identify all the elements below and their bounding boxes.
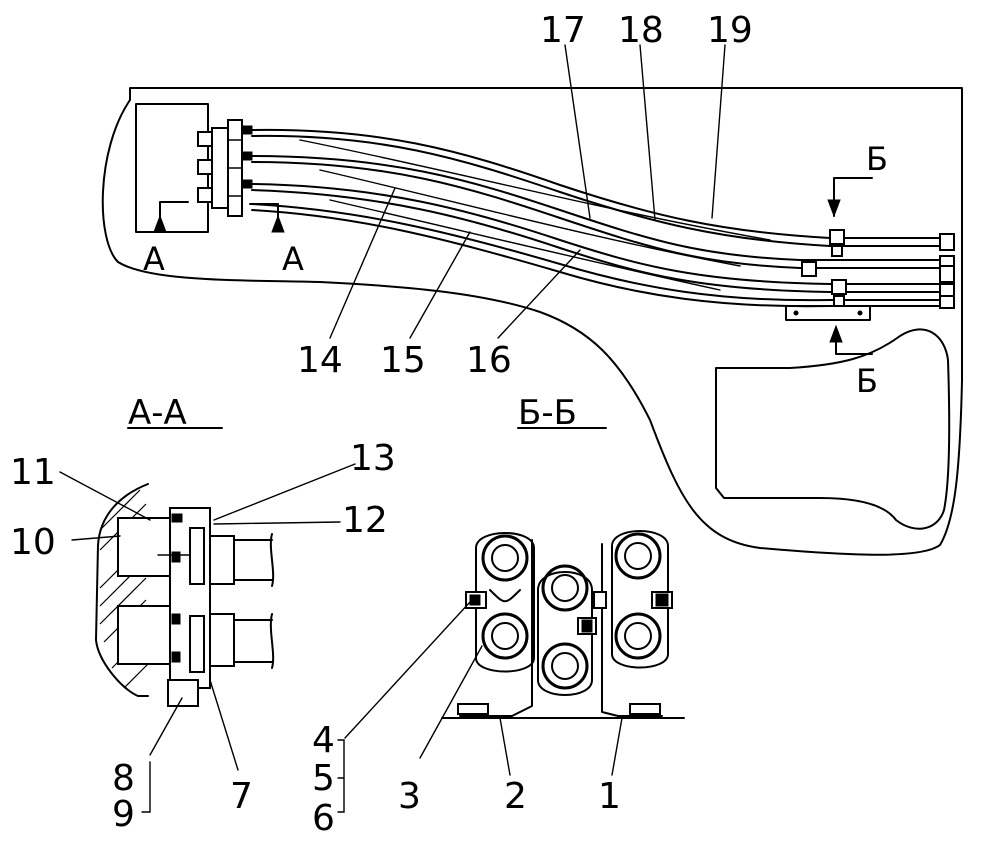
callout-4: 4	[312, 720, 335, 761]
callout-11: 11	[10, 452, 56, 493]
callout-numbers: 17 18 19 14 15 16 11 10 13 12 8 9 7 4 5 …	[10, 10, 753, 839]
callout-12: 12	[342, 500, 388, 541]
section-aa-view	[95, 483, 275, 707]
callout-13: 13	[350, 438, 396, 479]
right-fittings	[785, 229, 955, 321]
callout-6: 6	[312, 798, 335, 839]
section-a-label-right: А	[282, 240, 304, 278]
callout-1: 1	[598, 776, 621, 817]
callout-14: 14	[297, 340, 343, 381]
section-b-label-bottom: Б	[856, 362, 878, 400]
callout-19: 19	[707, 10, 753, 51]
callout-5: 5	[312, 758, 335, 799]
top-leaders	[329, 44, 726, 339]
callout-3: 3	[398, 776, 421, 817]
section-bb-title: Б-Б	[518, 393, 577, 433]
left-fittings	[197, 119, 253, 217]
section-a-marks: А А	[143, 201, 304, 278]
callout-8: 8	[112, 758, 135, 799]
section-b-marks: Б Б	[827, 140, 888, 400]
frame-outline	[101, 87, 963, 556]
section-b-label-top: Б	[866, 140, 888, 178]
callout-9: 9	[112, 794, 135, 835]
mount-block	[135, 103, 209, 233]
aa-leaders	[59, 463, 356, 813]
callout-2: 2	[504, 776, 527, 817]
section-a-label-left: А	[143, 240, 165, 278]
callout-15: 15	[380, 340, 426, 381]
section-bb-view	[441, 530, 685, 719]
callout-17: 17	[540, 10, 586, 51]
callout-7: 7	[230, 776, 253, 817]
callout-16: 16	[466, 340, 512, 381]
callout-10: 10	[10, 522, 56, 563]
section-aa-title: А-А	[128, 393, 187, 433]
callout-18: 18	[618, 10, 664, 51]
bb-leaders	[337, 601, 623, 813]
